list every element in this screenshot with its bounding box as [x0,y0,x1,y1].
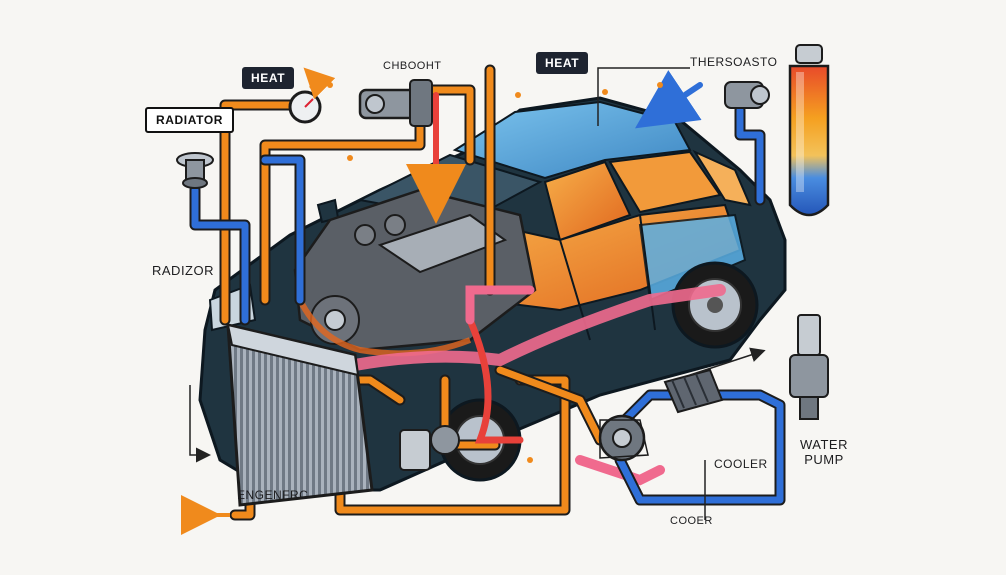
cooler-label: COOLER [714,457,768,471]
water-pump-icon [789,314,829,420]
heat-tag-top: HEAT [536,52,589,74]
pink-flow-lines [324,92,726,486]
cooer-label: COOER [670,515,713,527]
coolant-reservoir-icon [788,44,830,217]
leader-lines [181,67,766,535]
water-pump-label: WATER PUMP [800,437,848,467]
pressure-gauge-icon [288,90,322,124]
radiator-core [226,323,374,507]
thermostat-valve-icon [358,79,433,127]
heater-valve-icon [399,425,460,471]
radizor-label: RADIZOR [152,263,214,278]
engenfrc-label: ENGENFRC [237,488,309,502]
cool-coolant-lines [189,70,786,506]
engine-block-icon [293,188,537,357]
radiator-cap-icon [176,152,214,189]
cooler-fan-icon [598,414,649,462]
heat-sink-icon [663,368,724,414]
thermostat-label: THERSOASTO [690,55,778,69]
radiator-tag: RADIATOR [145,107,235,133]
heat-tag-left: HEAT [242,67,295,89]
thermostat-housing-icon [724,81,770,109]
choobt-label: CHBOOHT [383,60,442,72]
